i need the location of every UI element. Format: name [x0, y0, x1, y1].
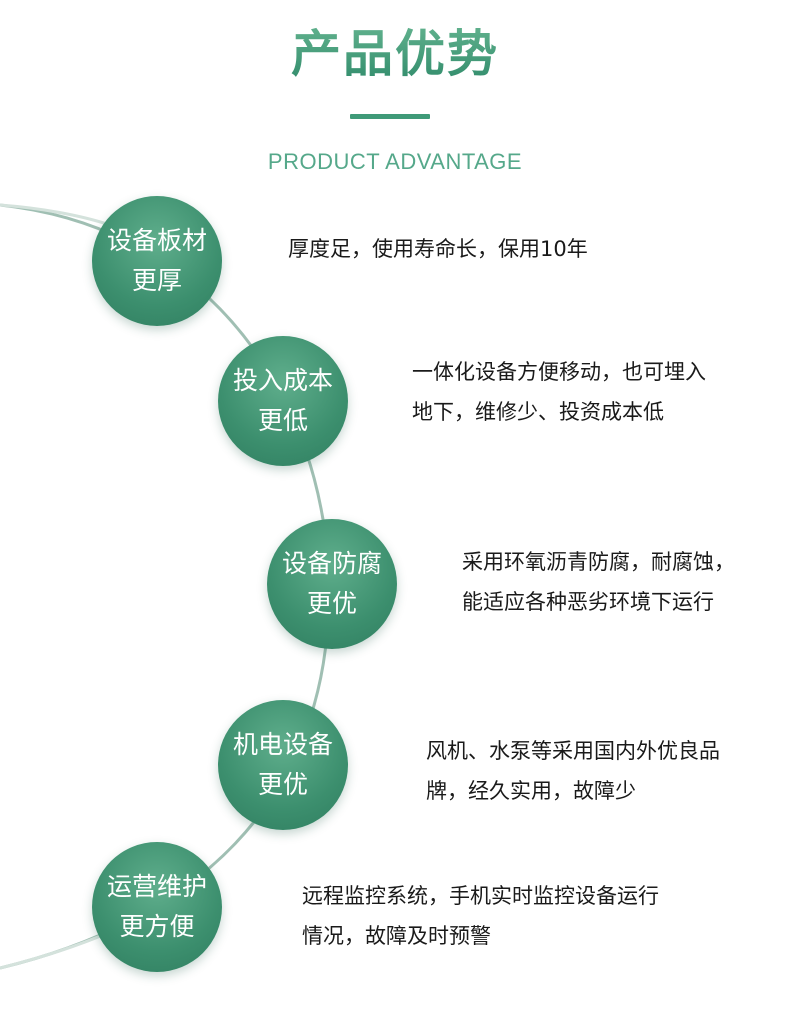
- advantage-desc-3-line2: 能适应各种恶劣环境下运行: [462, 590, 714, 614]
- advantage-label-2-line2: 更低: [257, 406, 308, 435]
- advantage-label-3-line1: 设备防腐: [281, 549, 382, 578]
- advantage-desc-5-line1: 远程监控系统，手机实时监控设备运行: [302, 884, 659, 908]
- advantage-circle-3: 设备防腐 更优: [267, 519, 397, 649]
- advantage-desc-1-line1: 厚度足，使用寿命长，保用10年: [288, 237, 588, 261]
- advantage-desc-2-line2: 地下，维修少、投资成本低: [412, 400, 664, 424]
- advantage-label-1-line2: 更厚: [131, 266, 182, 295]
- advantage-desc-1: 厚度足，使用寿命长，保用10年: [288, 229, 588, 269]
- advantage-label-2-line1: 投入成本: [232, 366, 333, 395]
- advantage-desc-5: 远程监控系统，手机实时监控设备运行 情况，故障及时预警: [302, 876, 659, 956]
- advantage-label-1-line1: 设备板材: [106, 226, 207, 255]
- advantage-label-5-line1: 运营维护: [106, 872, 207, 901]
- title-underline: [350, 114, 430, 119]
- advantage-label-3-line2: 更优: [306, 589, 357, 618]
- advantage-circle-5: 运营维护 更方便: [92, 842, 222, 972]
- page-subtitle: PRODUCT ADVANTAGE: [267, 149, 523, 174]
- advantage-desc-4-line2: 牌，经久实用，故障少: [426, 779, 636, 803]
- advantage-desc-4-line1: 风机、水泵等采用国内外优良品: [426, 739, 720, 763]
- advantage-label-4-line2: 更优: [257, 770, 308, 799]
- advantage-desc-5-line2: 情况，故障及时预警: [302, 924, 491, 948]
- advantage-circle-2: 投入成本 更低: [218, 336, 348, 466]
- arc-faint-bottom: [0, 930, 111, 970]
- page-title: 产品优势: [0, 22, 790, 86]
- advantage-label-5-line2: 更方便: [119, 912, 195, 941]
- advantage-circle-1: 设备板材 更厚: [92, 196, 222, 326]
- arc-faint-top: [0, 203, 111, 227]
- advantage-circle-4: 机电设备 更优: [218, 700, 348, 830]
- advantage-label-4-line1: 机电设备: [232, 730, 333, 759]
- advantage-desc-3-line1: 采用环氧沥青防腐，耐腐蚀，: [462, 550, 735, 574]
- advantage-desc-4: 风机、水泵等采用国内外优良品 牌，经久实用，故障少: [426, 731, 720, 811]
- advantage-desc-3: 采用环氧沥青防腐，耐腐蚀， 能适应各种恶劣环境下运行: [462, 542, 735, 622]
- advantage-desc-2-line1: 一体化设备方便移动，也可埋入: [412, 360, 706, 384]
- advantage-desc-2: 一体化设备方便移动，也可埋入 地下，维修少、投资成本低: [412, 352, 706, 432]
